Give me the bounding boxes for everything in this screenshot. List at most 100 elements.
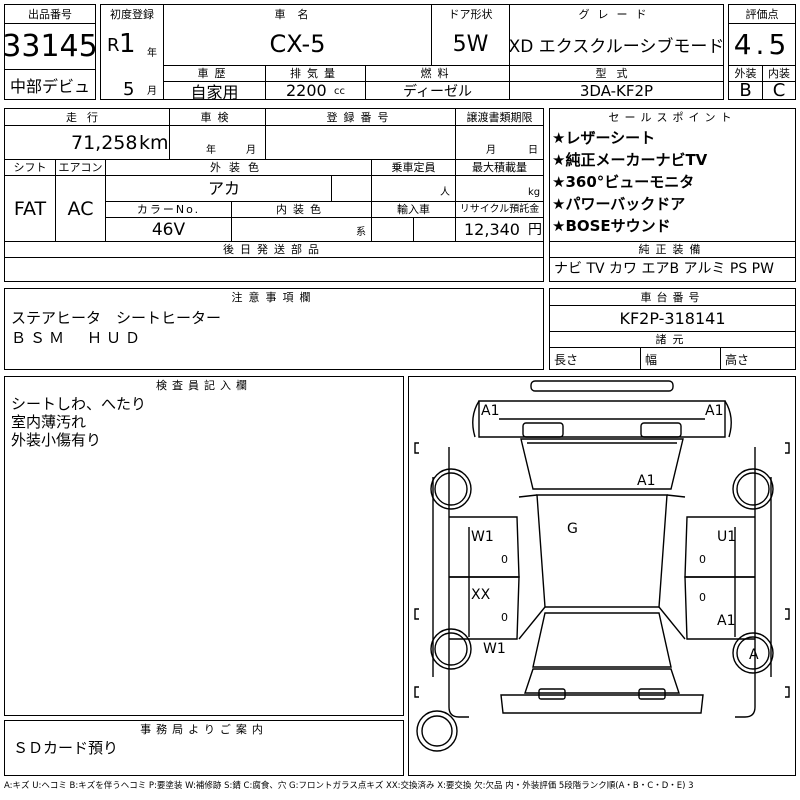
- width-cell: 幅: [640, 347, 720, 369]
- mark-zero-1: 0: [501, 553, 508, 566]
- later-parts-label: 後日発送部品: [5, 241, 543, 257]
- transfer-day-unit: 日: [528, 145, 538, 156]
- first-reg-year-cell: R 1 年: [101, 23, 163, 65]
- int-color-label: 内装色: [231, 201, 371, 217]
- dims-label: 諸元: [550, 331, 795, 347]
- width-label: 幅: [645, 353, 658, 367]
- car-diagram-block: A1 A1 A1 G W1 U1 XX A1 W1 A 0 0 0 0: [408, 376, 796, 776]
- recycle-cell: 12,340 円: [455, 217, 543, 241]
- mark-left-rear-door: XX: [471, 587, 491, 603]
- height-label: 高さ: [725, 353, 750, 367]
- model-label: 型式: [509, 65, 723, 81]
- mileage: 71,258: [71, 132, 138, 154]
- color-no-label: カラーNo.: [105, 201, 231, 217]
- mark-front-left: A1: [481, 403, 499, 419]
- lot-number: 33145: [5, 23, 95, 69]
- ext-score: B: [729, 81, 762, 99]
- car-name: CX-5: [163, 23, 431, 65]
- score-label: 評価点: [745, 7, 779, 21]
- inspector-line-3: 外装小傷有り: [11, 431, 102, 449]
- recycle-unit: 円: [528, 222, 542, 238]
- inspection-cell: 年 月: [169, 125, 265, 159]
- notes-line-2: ＢＳＭ ＨＵＤ: [11, 329, 145, 347]
- capacity-unit: 人: [440, 187, 450, 198]
- mark-right-front-door: U1: [717, 529, 736, 545]
- mark-zero-2: 0: [699, 553, 706, 566]
- inspection-month-unit: 月: [246, 145, 256, 156]
- month-unit: 月: [147, 86, 157, 97]
- ext-color-cell: アカ: [105, 175, 331, 201]
- mileage-cell: 71,258 km: [5, 125, 169, 159]
- int-color-unit: 系: [356, 227, 366, 238]
- notes-label: 注意事項欄: [231, 290, 317, 304]
- sales-point-5: ★BOSEサウンド: [552, 217, 671, 235]
- displacement-label: 排気量: [265, 65, 365, 81]
- notes-block: 注意事項欄 ステアヒータ シートヒーター ＢＳＭ ＨＵＤ: [4, 288, 544, 370]
- import-cell-a: [371, 217, 413, 241]
- factory-equipment-label: 純正装備: [550, 241, 795, 257]
- ac: AC: [55, 175, 105, 241]
- ext-color-extra: [331, 175, 371, 201]
- debut-label: 中部デビュ: [5, 69, 95, 99]
- mark-zero-3: 0: [501, 611, 508, 624]
- displacement: 2200: [286, 81, 327, 99]
- chassis-label: 車台番号: [640, 290, 705, 304]
- mark-glass: G: [567, 521, 578, 537]
- inspector-label: 検査員記入欄: [156, 378, 252, 392]
- inspector-block: 検査員記入欄 シートしわ、へたり 室内薄汚れ 外装小傷有り: [4, 376, 404, 716]
- sales-point-2: ★純正メーカーナビTV: [552, 151, 708, 169]
- overall-score: 4.5: [729, 23, 795, 65]
- int-score-label: 内装: [762, 65, 795, 81]
- mark-front-right: A1: [705, 403, 723, 419]
- office-note: ＳＤカード預り: [13, 739, 119, 757]
- factory-equipment: ナビ TV カワ エアB アルミ PS PW: [554, 261, 774, 277]
- capacity-label: 乗車定員: [371, 159, 455, 175]
- history: 自家用: [163, 81, 265, 99]
- max-load-label: 最大積載量: [455, 159, 543, 175]
- inspector-line-1: シートしわ、へたり: [11, 395, 147, 413]
- lot-number-label: 出品番号: [28, 7, 72, 21]
- int-score: C: [762, 81, 795, 99]
- fuel-label: 燃料: [365, 65, 509, 81]
- inspection-label: 車検: [169, 109, 265, 125]
- shift-label: シフト: [5, 159, 55, 175]
- mileage-label: 走行: [66, 110, 108, 124]
- ext-color-label: 外装色: [105, 159, 371, 175]
- import-cell-b: [413, 217, 455, 241]
- first-reg-label: 初度登録: [110, 7, 154, 21]
- sales-point-1: ★レザーシート: [552, 129, 656, 147]
- recycle-label: リサイクル預託金: [455, 201, 543, 217]
- shift: FAT: [5, 175, 55, 241]
- int-color-cell: 系: [231, 217, 371, 241]
- ext-score-label: 外装: [729, 65, 762, 81]
- notes-line-1: ステアヒータ シートヒーター: [11, 309, 222, 327]
- displacement-cell: 2200 cc: [265, 81, 365, 99]
- mark-rear-wheel: A: [749, 647, 759, 663]
- car-diagram: A1 A1 A1 G W1 U1 XX A1 W1 A 0 0 0 0: [414, 380, 790, 752]
- mileage-unit: km: [139, 132, 169, 154]
- history-label: 車歴: [163, 65, 265, 81]
- inspector-line-2: 室内薄汚れ: [11, 413, 87, 431]
- door-type: 5W: [431, 23, 509, 65]
- reg-no-cell: [265, 125, 455, 159]
- color-no: 46V: [105, 217, 231, 241]
- sales-points-block: セールスポイント ★レザーシート ★純正メーカーナビTV ★360°ビューモニタ…: [549, 108, 796, 282]
- mark-right-rear-door: A1: [717, 613, 735, 629]
- transfer-label: 譲渡書類期限: [455, 109, 543, 125]
- door-label: ドア形状: [431, 5, 509, 23]
- capacity-cell: 人: [371, 175, 455, 201]
- header-left-block: 出品番号 33145 中部デビュ: [4, 4, 96, 100]
- era: R: [107, 35, 120, 56]
- ac-label: エアコン: [55, 159, 105, 175]
- mark-zero-4: 0: [699, 591, 706, 604]
- grade-label: グレード: [509, 5, 723, 23]
- year-unit: 年: [147, 48, 157, 59]
- mark-left-front-door: W1: [471, 529, 494, 545]
- header-main-block: 初度登録 車名 ドア形状 グレード R 1 年 CX-5 5W XD エクスクル…: [100, 4, 724, 100]
- sales-point-4: ★パワーバックドア: [552, 195, 686, 213]
- grade: XD エクスクルーシブモード: [509, 23, 723, 65]
- reg-no-label: 登録番号: [265, 109, 455, 125]
- length-label: 長さ: [554, 353, 579, 367]
- reg-month: 5: [123, 81, 135, 99]
- transfer-cell: 月 日: [455, 125, 543, 159]
